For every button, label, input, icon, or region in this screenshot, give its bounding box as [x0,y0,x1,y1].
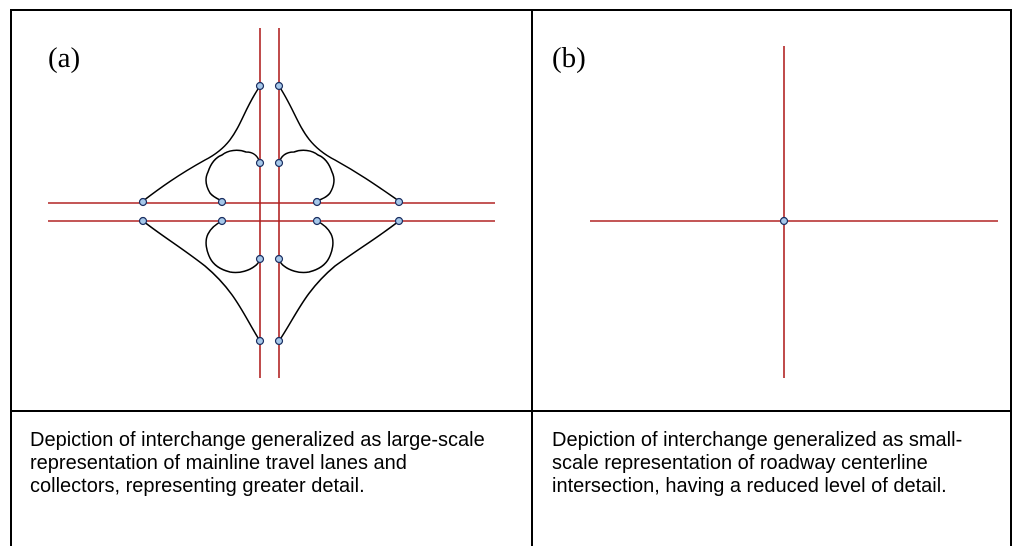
table-right-border [1010,9,1012,546]
panel-a-interchange [48,28,495,378]
panel-b-label: (b) [552,42,586,74]
loop-bottom-left [205,220,261,274]
table-top-border [10,9,1012,11]
panel-a-caption: Depiction of interchange generalized as … [30,429,485,497]
ramp-outer-bottom-left [142,220,261,342]
loop-top-right [278,149,335,202]
node [138,216,148,226]
node [394,197,404,207]
table-left-border [10,9,12,546]
node [274,254,284,264]
node [312,197,322,207]
loop-top-left [205,149,261,202]
ramp-outer-top-right [278,85,400,202]
panel-a-label: (a) [48,42,81,74]
column-divider [531,9,533,546]
node [312,216,322,226]
panel-b-caption: Depiction of interchange generalized as … [552,429,963,497]
intersection-node [779,216,789,226]
node [274,81,284,91]
row-divider [10,410,1012,412]
node [138,197,148,207]
node [255,158,265,168]
node [274,336,284,346]
node [255,254,265,264]
node [255,336,265,346]
node [255,81,265,91]
ramp-outer-bottom-right [278,220,400,342]
panel-b-intersection [590,46,998,378]
node [394,216,404,226]
ramp-outer-top-left [142,85,261,202]
node [217,197,227,207]
node [217,216,227,226]
node [274,158,284,168]
loop-bottom-right [278,220,334,274]
